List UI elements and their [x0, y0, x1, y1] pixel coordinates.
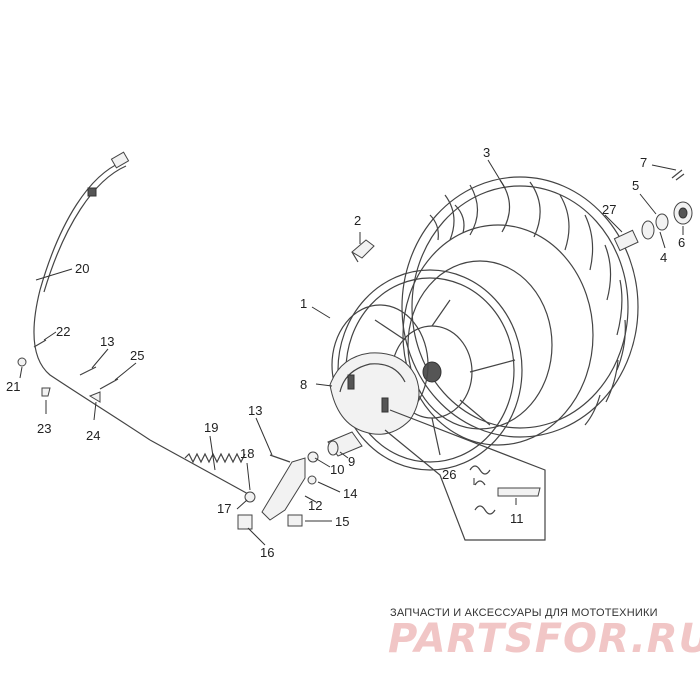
label-26: 26 — [442, 467, 456, 482]
label-13b: 13 — [100, 334, 114, 349]
label-7: 7 — [640, 155, 647, 170]
label-8: 8 — [300, 377, 307, 392]
watermark: ЗАПЧАСТИ И АКСЕССУАРЫ ДЛЯ МОТОТЕХНИКИ PA… — [388, 607, 700, 662]
brake-cable — [33, 151, 151, 441]
label-3: 3 — [483, 145, 490, 160]
label-23: 23 — [37, 421, 51, 436]
label-19: 19 — [204, 420, 218, 435]
label-27: 27 — [602, 202, 616, 217]
watermark-logo: PARTSFOR.RU — [388, 616, 700, 662]
watermark-caption: ЗАПЧАСТИ И АКСЕССУАРЫ ДЛЯ МОТОТЕХНИКИ — [390, 607, 658, 619]
label-12: 12 — [308, 498, 322, 513]
label-4: 4 — [660, 250, 667, 265]
tire — [401, 176, 639, 446]
spring-detail-box — [384, 409, 546, 541]
label-10: 10 — [330, 462, 344, 477]
label-24: 24 — [86, 428, 100, 443]
leader-lines — [19, 159, 684, 546]
brake-rod-spring — [149, 439, 251, 496]
label-20: 20 — [75, 261, 89, 276]
label-2: 2 — [354, 213, 361, 228]
callout-labels: 1 2 3 4 5 6 7 8 9 10 11 12 13 13 14 15 1… — [6, 145, 685, 560]
label-22: 22 — [56, 324, 70, 339]
label-6: 6 — [678, 235, 685, 250]
label-18: 18 — [240, 446, 254, 461]
label-15: 15 — [335, 514, 349, 529]
label-13a: 13 — [248, 403, 262, 418]
label-16: 16 — [260, 545, 274, 560]
label-14: 14 — [343, 486, 357, 501]
label-17: 17 — [217, 501, 231, 516]
axle-hardware — [613, 169, 693, 252]
label-21: 21 — [6, 379, 20, 394]
label-25: 25 — [130, 348, 144, 363]
label-11: 11 — [510, 511, 524, 526]
valve-stem — [351, 239, 375, 263]
brake-cam-lever — [237, 451, 319, 530]
cable-bolts — [17, 339, 119, 403]
label-1: 1 — [300, 296, 307, 311]
label-5: 5 — [632, 178, 639, 193]
label-9: 9 — [348, 454, 355, 469]
brake-shoe-assembly — [329, 352, 420, 435]
axle — [327, 431, 363, 457]
